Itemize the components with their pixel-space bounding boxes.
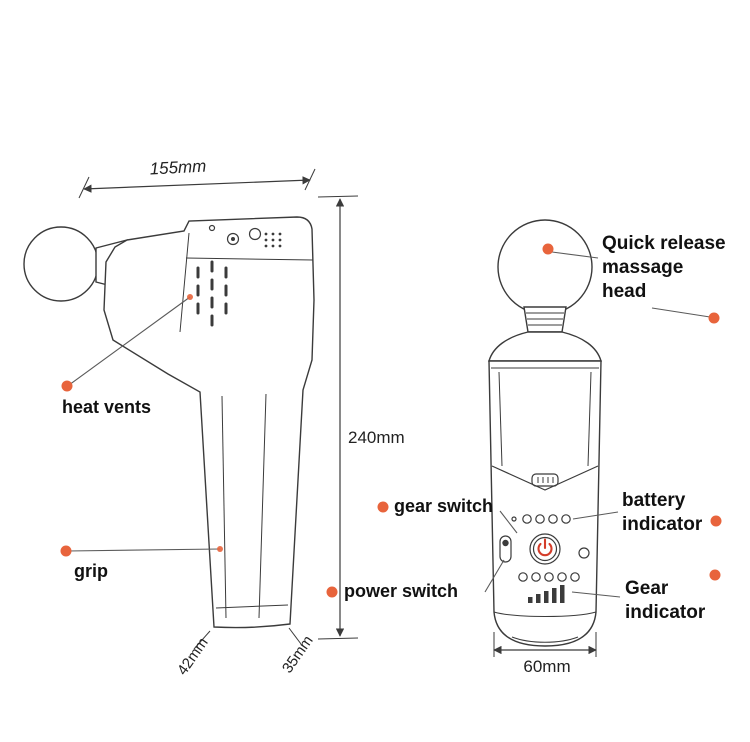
gear-switch-toggle-icon <box>499 535 512 563</box>
label-power-switch: power switch <box>344 581 459 601</box>
label-heat-vents: heat vents <box>62 397 152 417</box>
indicator-light-icon <box>578 547 590 559</box>
dot-power-switch <box>326 586 338 598</box>
gear-indicator-bars-icon <box>528 585 565 603</box>
heat-vents-grille-icon <box>196 260 228 327</box>
dot-gear-indicator <box>709 569 721 581</box>
dim-line-155mm <box>83 176 311 193</box>
dot-battery-indicator <box>710 515 722 527</box>
device-body-front <box>488 360 602 647</box>
neck-thread-lines <box>526 312 564 326</box>
cap-seam <box>185 257 314 261</box>
device-body-side <box>103 216 315 629</box>
panel-top-chevron <box>491 465 599 491</box>
power-button-icon <box>529 533 561 565</box>
gear-indicator-leds-icon <box>518 572 580 582</box>
label-battery-indicator: battery indicator <box>622 490 703 535</box>
dot-grip <box>60 545 72 557</box>
dot-gear-switch <box>377 501 389 513</box>
top-control-buttons-icon <box>208 224 282 248</box>
dimension-lines <box>78 168 597 657</box>
body-right-edge-line <box>587 371 592 467</box>
front-view-device <box>488 219 602 647</box>
side-view-device <box>23 216 315 629</box>
callout-leader-lines <box>67 251 711 598</box>
dot-massage-head <box>542 243 554 255</box>
bottom-cap-lines <box>493 611 597 643</box>
dot-massage-head-end <box>708 312 720 324</box>
label-quick-release-massage-head: Quick release massage head <box>602 233 726 302</box>
dot-heat-vents <box>61 380 73 392</box>
device-shoulder <box>488 331 602 362</box>
label-grip: grip <box>74 561 108 581</box>
dim-tick-42mm <box>193 630 211 650</box>
massage-head-ball-front-icon <box>497 219 593 315</box>
vent-grille-icon <box>531 473 559 487</box>
body-seam <box>179 232 190 333</box>
dim-text-60mm: 60mm <box>523 657 571 676</box>
label-gear-switch: gear switch <box>394 496 494 516</box>
massage-head-ball-side-icon <box>23 226 99 302</box>
label-gear-indicator: Gear indicator <box>625 578 706 623</box>
dim-tick-35mm <box>288 627 302 645</box>
grip-contour-lines <box>215 393 289 619</box>
body-left-edge-line <box>498 371 503 467</box>
battery-indicator-leds-icon <box>511 514 571 524</box>
callout-dots <box>60 243 722 598</box>
dim-text-240mm: 240mm <box>348 428 405 447</box>
